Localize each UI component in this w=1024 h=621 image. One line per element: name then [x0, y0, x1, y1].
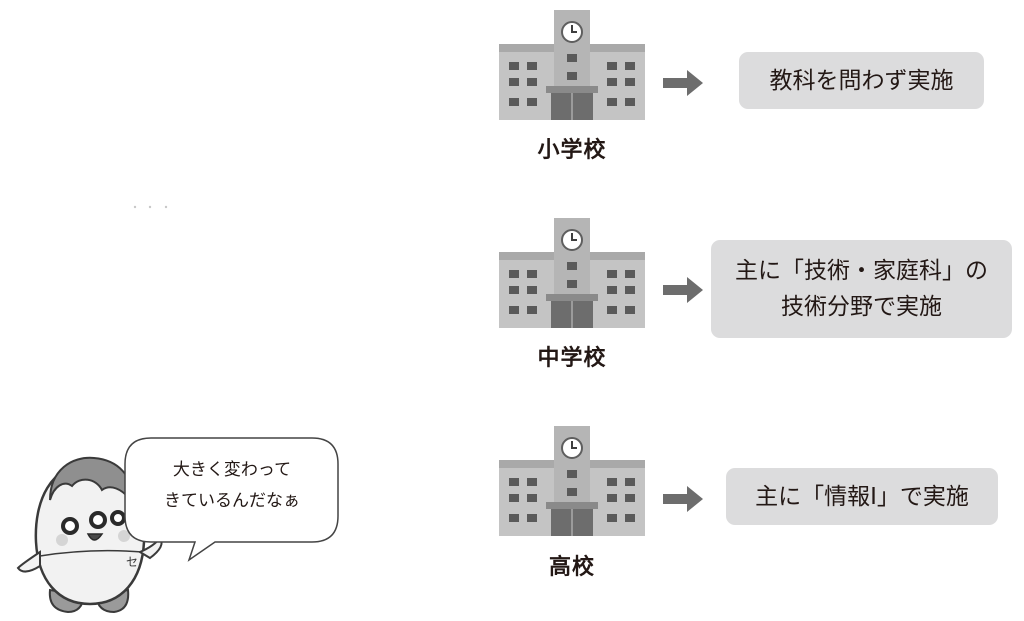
description-line: 技術分野で実施: [781, 294, 942, 320]
description-line: 主に「情報Ⅰ」で実施: [755, 483, 969, 510]
description-box-junior-high: 主に「技術・家庭科」の 技術分野で実施: [711, 240, 1012, 338]
speech-bubble: 大きく変わって きているんだなぁ: [123, 436, 340, 562]
right-arrow-icon: [663, 277, 703, 303]
school-label-high-school: 高校: [548, 555, 595, 580]
school-building-icon: [499, 10, 645, 120]
speech-bubble-line: きているんだなぁ: [164, 491, 300, 511]
mascot-character: セ: [10, 440, 170, 616]
school-label-elementary: 小学校: [537, 138, 607, 163]
school-label-junior-high: 中学校: [537, 346, 607, 371]
description-line: 主に「技術・家庭科」の: [735, 258, 988, 284]
speech-bubble-line: 大きく変わって: [172, 460, 292, 480]
svg-text:セ: セ: [126, 555, 138, 569]
description-box-elementary: 教科を問わず実施: [739, 52, 984, 109]
faint-dots: [132, 204, 172, 210]
description-line: 教科を問わず実施: [769, 67, 954, 94]
school-building-icon: [499, 426, 645, 536]
right-arrow-icon: [663, 70, 703, 96]
description-box-high-school: 主に「情報Ⅰ」で実施: [726, 468, 998, 525]
right-arrow-icon: [663, 486, 703, 512]
school-building-icon: [499, 218, 645, 328]
